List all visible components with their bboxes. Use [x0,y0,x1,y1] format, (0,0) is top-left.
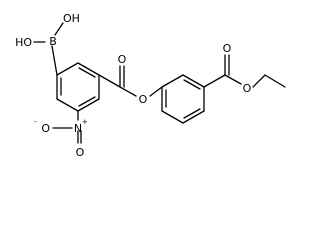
aryl-ester-group: O O [98,53,163,106]
bond-inner [78,96,96,107]
ethyl-carbonyl-oxygen-label: O [223,42,232,55]
bond [161,74,184,88]
bond [224,74,242,85]
bond [252,74,266,88]
nitro-oxygen-charge: - [34,118,37,126]
bond [119,86,137,97]
bond [182,74,205,88]
ring-b [161,74,205,124]
bond [51,45,58,76]
bond [203,74,226,88]
bond [264,74,286,88]
boron-label: B [49,35,57,48]
bond [161,110,184,124]
bond-inner [183,108,201,119]
oh-label: OH [63,12,80,25]
nitro-group: N + O - O [34,110,88,159]
nitro-oxygen-double-label: O [76,146,85,159]
ring-a [56,62,100,112]
ethyl-ester-group: O O [203,42,286,95]
bond [149,86,163,97]
bond-inner [183,79,201,90]
boronic-acid-group: B OH HO [15,12,80,76]
bond-inner [78,67,96,78]
nitro-nitrogen-charge: + [82,118,88,126]
bond [77,98,100,112]
ester-carbonyl-oxygen-label: O [118,53,127,66]
bond [54,22,64,36]
bond [56,98,79,112]
ester-bridge-oxygen-label: O [139,93,148,106]
bond [98,74,121,88]
bond [56,62,79,76]
nitro-nitrogen-label: N [74,122,82,135]
molecule-structure: B OH HO N + O - O O O [15,12,286,159]
ethyl-ester-oxygen-label: O [243,82,252,95]
nitro-oxygen-single-label: O [41,122,50,135]
ho-label: HO [15,36,32,49]
bond [182,110,205,124]
structure-drawing: B OH HO N + O - O O O [15,12,286,159]
bond [77,62,100,76]
